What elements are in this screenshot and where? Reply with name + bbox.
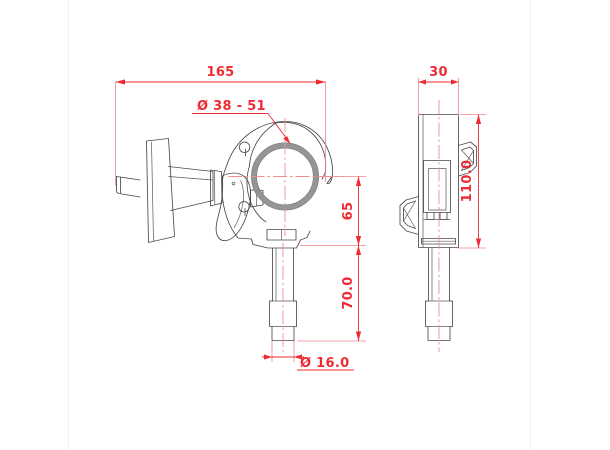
dimension-side-height-label: 110.0	[460, 160, 475, 203]
handle-rod-tip	[116, 176, 141, 198]
dimension-pipe-diameter-label: Ø 38 - 51	[197, 99, 266, 114]
dimension-side-width-label: 30	[429, 65, 448, 80]
dimension-lower-height: 70.0	[297, 245, 366, 342]
side-hook-upper	[458, 141, 477, 177]
dimension-bolt-diameter-label: Ø 16.0	[300, 356, 349, 371]
panel-edges	[68, 0, 531, 450]
dimension-side-height: 110.0	[457, 114, 486, 249]
side-body-block	[418, 114, 459, 248]
side-hook-lower	[399, 196, 419, 235]
clamp-body	[221, 122, 311, 249]
body-bolt-holes	[231, 141, 251, 216]
dimension-side-width: 30	[418, 65, 459, 116]
handle-shaft	[168, 166, 214, 211]
dimension-overall-width: 165	[115, 65, 326, 186]
side-inner-column	[423, 160, 451, 220]
dimension-overall-width-label: 165	[206, 65, 234, 80]
dimension-upper-height-label: 65	[341, 202, 356, 221]
handle-paddle	[146, 138, 175, 243]
side-nut-strip	[421, 238, 456, 245]
dimension-bolt-diameter: Ø 16.0	[262, 341, 354, 371]
nut-plate	[266, 229, 297, 241]
dimension-upper-height: 65	[300, 176, 366, 246]
side-view-part	[399, 114, 477, 341]
shaft-collar	[210, 169, 223, 207]
dimension-pipe-diameter: Ø 38 - 51	[192, 99, 291, 144]
front-view-part	[116, 120, 334, 341]
dimension-lower-height-label: 70.0	[341, 276, 356, 309]
